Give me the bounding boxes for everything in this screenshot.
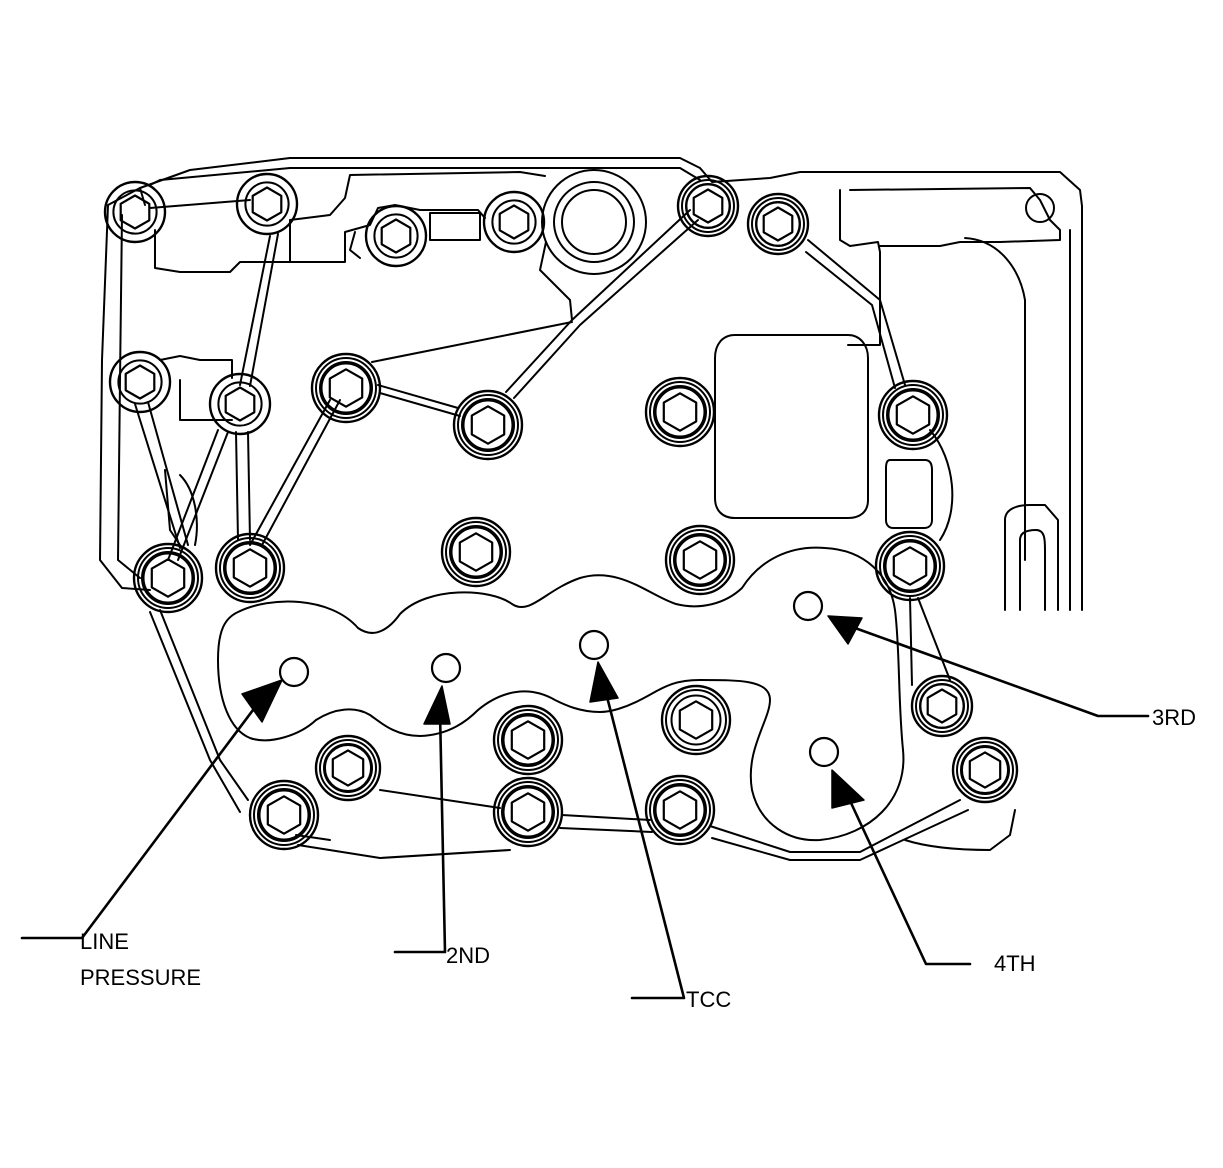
bolt-head: [248, 779, 320, 851]
bolt-head: [492, 704, 564, 776]
port-tcc: [578, 629, 610, 661]
bolt-head: [664, 524, 736, 596]
label-line-pressure: LINE PRESSURE: [80, 924, 201, 996]
port-3rd: [792, 590, 824, 622]
bolt-head: [132, 542, 204, 614]
arrowhead-4th: [831, 769, 865, 809]
leader-4th: [843, 788, 972, 966]
arrowhead-2nd: [423, 685, 451, 725]
port-line-pressure: [278, 656, 310, 688]
bolt-head: [108, 350, 172, 414]
bolt-head: [452, 389, 524, 461]
bolt-head: [676, 174, 740, 238]
leader-2nd: [393, 710, 447, 954]
bolt-head: [877, 379, 949, 451]
leader-line-pressure: [20, 696, 264, 940]
large-boss-outer: [541, 169, 647, 275]
bolt-head: [874, 530, 946, 602]
arrowhead-line-pressure: [241, 679, 283, 723]
bolt-head: [310, 352, 382, 424]
port-2nd: [430, 652, 462, 684]
label-tcc: TCC: [686, 987, 732, 1012]
housing-outline: [139, 157, 1083, 611]
leader-lines: [20, 626, 1150, 1000]
bolt-head: [103, 180, 167, 244]
bolt-head: [364, 204, 428, 268]
upper-channel: [154, 204, 486, 273]
bolt-head: [235, 172, 299, 236]
rib-lines: [134, 187, 1016, 861]
rounded-window: [714, 334, 869, 519]
bolt-head: [644, 376, 716, 448]
arrowhead-tcc: [589, 661, 619, 703]
leader-3rd: [853, 626, 1150, 718]
bolt-head: [644, 774, 716, 846]
bolt-head: [492, 776, 564, 848]
bolt-head: [910, 674, 974, 738]
bolt-head: [214, 532, 286, 604]
bolt-head: [951, 736, 1019, 804]
arrowhead-3rd: [827, 615, 863, 645]
bolt-head: [660, 684, 732, 756]
bolt-head: [482, 190, 546, 254]
bolt-head: [314, 734, 382, 802]
arrow-heads: [241, 615, 865, 809]
bolts: [103, 172, 1019, 851]
label-2nd: 2ND: [446, 943, 491, 968]
label-line-pressure-line2: PRESSURE: [80, 965, 202, 990]
lower-wavy-plate: [217, 546, 905, 842]
label-4th: 4TH: [994, 951, 1036, 976]
right-upper-chamber: [839, 189, 881, 346]
bolt-head: [440, 516, 512, 588]
label-line-pressure-line1: LINE: [80, 929, 129, 954]
port-4th: [808, 736, 840, 768]
bolt-head: [208, 372, 272, 436]
leader-tcc: [602, 683, 686, 1000]
label-3rd: 3RD: [1152, 705, 1197, 730]
bolt-head: [746, 192, 810, 256]
